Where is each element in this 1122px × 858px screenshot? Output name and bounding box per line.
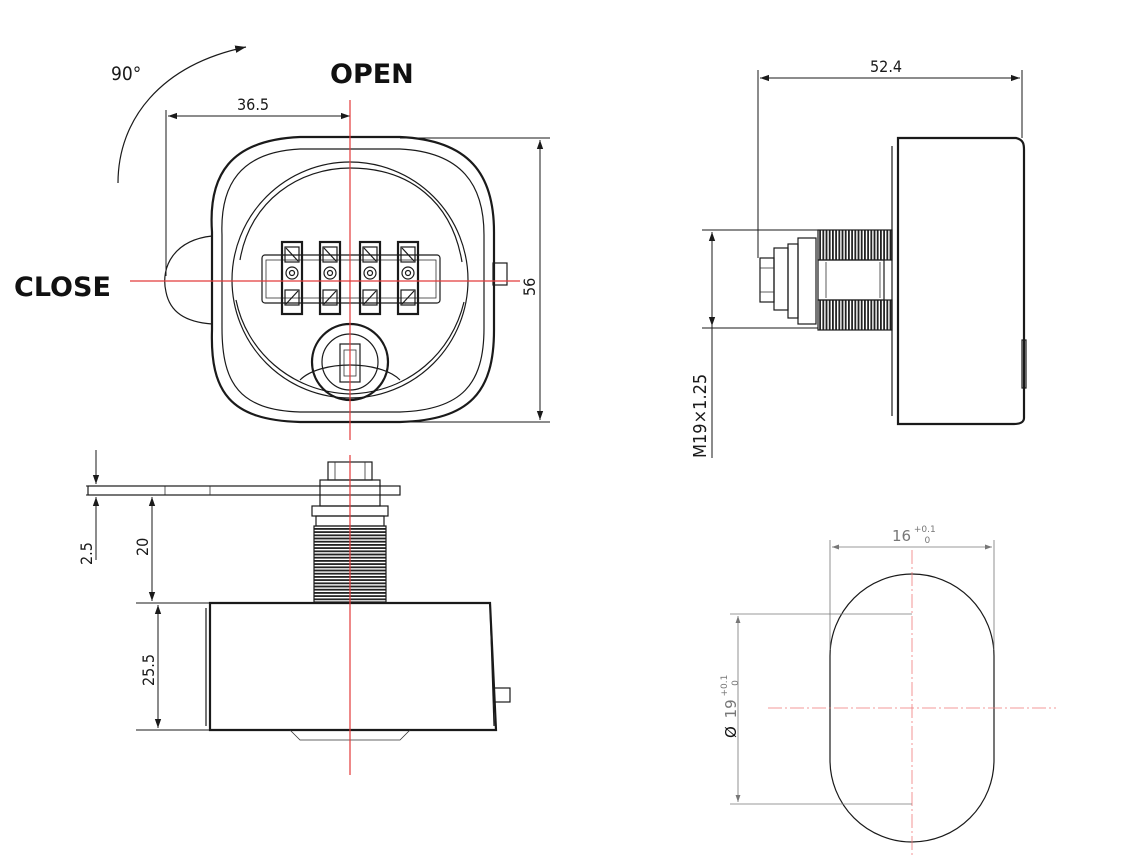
combination-dial-3[interactable]	[358, 240, 382, 316]
thread-dim: M19×1.25	[690, 374, 711, 458]
profile-view: 52.4 M19×1.25	[690, 57, 1027, 458]
cutout-outline	[829, 573, 995, 843]
rotation-arrow	[117, 45, 247, 184]
cutout-diameter-dim: Ø 19 +0.1 0	[713, 670, 741, 738]
cutout-width-dim: 16 +0.1 0	[892, 518, 941, 546]
cam-thickness-dim: 2.5	[77, 542, 96, 565]
close-label: CLOSE	[14, 272, 111, 303]
front-width-dim: 36.5	[237, 95, 269, 114]
combination-dial-2[interactable]	[318, 240, 342, 316]
side-housing	[208, 601, 498, 732]
combination-dial-4[interactable]	[396, 240, 420, 316]
side-view: 2.5 20 25.5	[77, 450, 511, 775]
profile-housing	[896, 136, 1026, 426]
front-height-dim: 56	[520, 278, 539, 296]
side-length-dim: 52.4	[870, 57, 902, 76]
open-label: OPEN	[330, 59, 414, 90]
angle-label: 90°	[111, 63, 141, 85]
panel-cutout-view: 16 +0.1 0 Ø 19 +0.1 0	[713, 518, 1056, 855]
cam-offset-dim: 20	[133, 538, 152, 556]
body-depth-dim: 25.5	[139, 654, 158, 686]
front-view: 90° OPEN CLOSE 36.5 56	[14, 45, 550, 440]
lock-body-outline	[210, 135, 496, 424]
combination-dial-1[interactable]	[280, 240, 304, 316]
